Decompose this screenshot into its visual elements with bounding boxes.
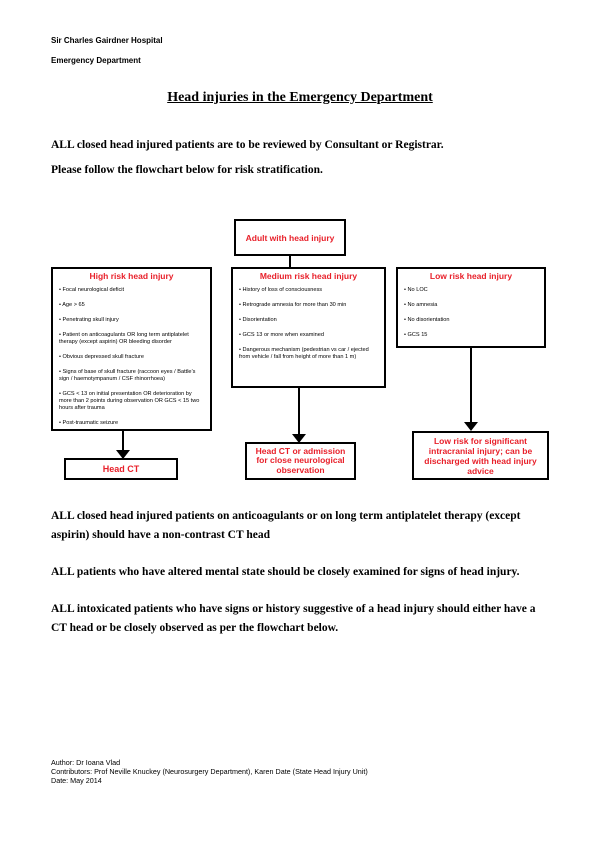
medium-risk-criteria: • History of loss of consciousness • Ret… [233,281,384,361]
connector-high [122,431,124,458]
list-item: • Obvious depressed skull fracture [59,354,144,360]
low-risk-box: Low risk head injury • No LOC • No amnes… [396,267,546,348]
high-risk-outcome-label: Head CT [102,464,140,474]
list-item: • GCS 15 [404,332,428,338]
list-item: • No amnesia [404,302,438,308]
medium-risk-outcome-label: Head CT or admission for close neurologi… [255,445,346,475]
low-risk-outcome-label: Low risk for significant intracranial in… [424,435,537,476]
footer-author: Author: Dr Ioana Vlad [51,758,121,767]
low-risk-outcome: Low risk for significant intracranial in… [412,431,549,480]
connector-low [470,348,472,424]
note-mental-state: ALL patients who have altered mental sta… [51,566,520,578]
medium-risk-outcome: Head CT or admission for close neurologi… [245,442,356,480]
list-item: • No disorientation [404,317,450,323]
high-risk-criteria: • Focal neurological deficit • Age > 65 … [53,281,210,427]
start-box: Adult with head injury [234,219,346,256]
intro-review-text: ALL closed head injured patients are to … [51,139,444,151]
list-item: • History of loss of consciousness [239,287,323,293]
arrowhead-high-icon [116,450,130,459]
list-item: • Post-traumatic seizure [59,420,119,426]
list-item: • No LOC [404,287,428,293]
list-item: • Penetrating skull injury [59,317,119,323]
low-risk-title: Low risk head injury [429,271,513,281]
arrowhead-low-icon [464,422,478,431]
connector-start [289,256,291,267]
high-risk-box: High risk head injury • Focal neurologic… [51,267,212,431]
hospital-name: Sir Charles Gairdner Hospital [51,36,163,45]
list-item: • Patient on anticoagulants OR long term… [59,332,189,345]
list-item: • Retrograde amnesia for more than 30 mi… [239,302,347,308]
footer-date: Date: May 2014 [51,776,102,785]
list-item: • Age > 65 [59,302,85,308]
list-item: • Dangerous mechanism (pedestrian vs car… [239,347,369,360]
footer-contributors: Contributors: Prof Neville Knuckey (Neur… [51,767,368,776]
list-item: • Focal neurological deficit [59,287,125,293]
list-item: • Disorientation [239,317,277,323]
low-risk-criteria: • No LOC • No amnesia • No disorientatio… [398,281,544,339]
list-item: • GCS < 13 on initial presentation OR de… [59,391,200,411]
medium-risk-title: Medium risk head injury [259,271,358,281]
list-item: • Signs of base of skull fracture (racco… [59,369,196,382]
high-risk-title: High risk head injury [89,271,174,281]
arrowhead-medium-icon [292,434,306,443]
department-name: Emergency Department [51,56,141,65]
note-intoxicated: ALL intoxicated patients who have signs … [51,603,536,634]
page-title: Head injuries in the Emergency Departmen… [167,90,433,105]
list-item: • GCS 13 or more when examined [239,332,324,338]
note-anticoagulants: ALL closed head injured patients on anti… [51,510,521,541]
start-label: Adult with head injury [245,232,335,243]
intro-flowchart-text: Please follow the flowchart below for ri… [51,164,323,176]
connector-medium [298,388,300,438]
high-risk-outcome: Head CT [64,458,178,480]
medium-risk-box: Medium risk head injury • History of los… [231,267,386,388]
